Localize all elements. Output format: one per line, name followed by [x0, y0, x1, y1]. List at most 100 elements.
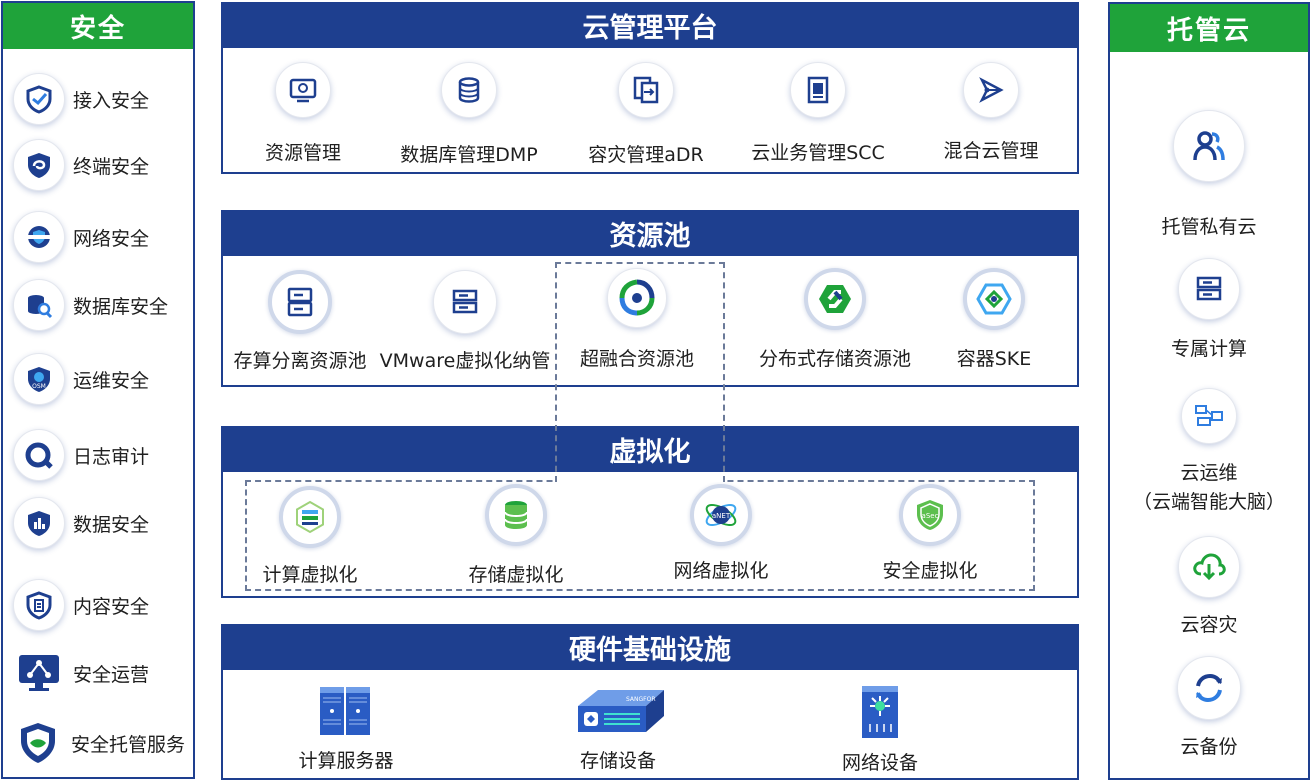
virtualization-label: 计算虚拟化 [262, 564, 358, 586]
managed-label: 云备份 [1180, 736, 1238, 758]
cloud-mgmt-item-resource[interactable]: 资源管理 [251, 62, 355, 165]
cloud-mgmt-label: 数据库管理DMP [400, 144, 538, 166]
cloud-download-icon [1178, 536, 1240, 598]
content-shield-icon [13, 579, 65, 631]
cloud-mgmt-label: 云业务管理SCC [751, 142, 885, 164]
managed-security-icon [17, 721, 59, 765]
managed-sublabel: （云端智能大脑） [1132, 491, 1285, 513]
virtualization-item-security[interactable]: aSec 安全虚拟化 [865, 484, 995, 583]
managed-item-dr[interactable]: 云容灾 [1110, 536, 1308, 637]
managed-item-private-cloud[interactable]: 托管私有云 [1110, 110, 1308, 239]
cloud-mgmt-label: 容灾管理aDR [588, 144, 704, 166]
cloud-mgmt-label: 混合云管理 [943, 140, 1039, 162]
asec-shield-icon: aSec [899, 484, 961, 546]
storage-device-icon: SANGFOR [568, 684, 668, 738]
managed-label: 云容灾 [1180, 614, 1238, 636]
resource-pool-label: VMware虚拟化纳管 [379, 350, 551, 372]
server-cabinet-icon [316, 684, 376, 738]
security-item-log[interactable]: 日志审计 [13, 429, 149, 481]
cloud-mgmt-item-hybrid[interactable]: 混合云管理 [931, 62, 1051, 163]
hardware-section: 硬件基础设施 计算服务器 SANGFOR 存储设备 网络设备 [221, 624, 1079, 780]
virtualization-label: 网络虚拟化 [673, 560, 769, 582]
hardware-item-storage[interactable]: SANGFOR 存储设备 [553, 684, 683, 773]
document-list-icon [790, 62, 846, 118]
managed-label: 专属计算 [1170, 338, 1247, 360]
storage-stack-icon [485, 484, 547, 546]
devices-icon [1181, 388, 1237, 444]
hci-dashed-outline-top [555, 262, 725, 482]
monitor-gear-icon [275, 62, 331, 118]
hardware-label: 网络设备 [841, 752, 918, 774]
virtualization-item-storage[interactable]: 存储虚拟化 [451, 484, 581, 587]
resource-pool-item-ske[interactable]: 容器SKE [939, 268, 1049, 371]
resource-pool-item-eds[interactable]: 分布式存储资源池 [753, 268, 917, 371]
log-audit-icon [13, 429, 65, 481]
cloud-mgmt-item-adr[interactable]: 容灾管理aDR [571, 62, 721, 167]
hci-logo-icon [607, 268, 667, 328]
dash-gap-mask [557, 478, 723, 482]
resource-pool-label: 容器SKE [956, 348, 1032, 370]
asec-badge-text: aSec [922, 512, 939, 520]
security-item-label: 运维安全 [73, 369, 150, 392]
data-shield-icon [13, 497, 65, 549]
security-item-data[interactable]: 数据安全 [13, 497, 149, 549]
cloud-mgmt-item-dmp[interactable]: 数据库管理DMP [391, 62, 547, 167]
container-logo-icon [963, 268, 1025, 330]
hybrid-cloud-icon [963, 62, 1019, 118]
virtualization-item-network[interactable]: aNET 网络虚拟化 [651, 484, 791, 583]
resource-pool-item-separated[interactable]: 存算分离资源池 [225, 270, 375, 373]
security-item-label: 安全托管服务 [71, 733, 186, 756]
storage-brand-text: SANGFOR [626, 696, 656, 703]
osm-shield-icon: OSM [13, 353, 65, 405]
security-item-label: 接入安全 [73, 89, 150, 112]
managed-cloud-title: 托管云 [1110, 4, 1308, 52]
cloud-mgmt-label: 资源管理 [264, 142, 341, 164]
network-shield-icon [13, 211, 65, 263]
security-item-endpoint[interactable]: 终端安全 [13, 139, 149, 191]
database-search-icon [13, 279, 65, 331]
resource-pool-title: 资源池 [221, 210, 1079, 256]
transfer-icon [618, 62, 674, 118]
cloud-mgmt-title: 云管理平台 [221, 2, 1079, 48]
cloud-mgmt-section: 云管理平台 资源管理 数据库管理DMP 容灾管理aDR 云业务管理SCC 混合云… [221, 2, 1079, 174]
database-icon [441, 62, 497, 118]
security-item-managed[interactable]: 安全托管服务 [17, 721, 185, 765]
hardware-item-network[interactable]: 网络设备 [815, 684, 945, 775]
hardware-label: 计算服务器 [298, 750, 394, 772]
security-item-access[interactable]: 接入安全 [13, 73, 149, 125]
virtualization-label: 存储虚拟化 [468, 564, 564, 586]
managed-item-dedicated[interactable]: 专属计算 [1110, 258, 1308, 361]
managed-label: 托管私有云 [1161, 216, 1257, 238]
managed-item-backup[interactable]: 云备份 [1110, 656, 1308, 759]
security-item-label: 网络安全 [73, 227, 150, 250]
resource-pool-section: 资源池 存算分离资源池 VMware虚拟化纳管 超融合资源池 分布式存储资源池 … [221, 210, 1079, 387]
server-box-icon [433, 270, 497, 334]
managed-label: 云运维 [1180, 462, 1238, 484]
security-item-content[interactable]: 内容安全 [13, 579, 149, 631]
virtualization-label: 安全虚拟化 [882, 560, 978, 582]
resource-pool-label: 超融合资源池 [579, 348, 694, 370]
virtualization-dashed-outline [245, 480, 1035, 591]
resource-pool-label: 分布式存储资源池 [758, 348, 911, 370]
security-panel: 安全 接入安全 终端安全 网络安全 数据库安全 OSM 运维安全 日志审 [1, 1, 195, 779]
security-item-network[interactable]: 网络安全 [13, 211, 149, 263]
virtualization-section: 虚拟化 计算虚拟化 存储虚拟化 aNET 网络虚拟化 aSec 安全虚拟化 [221, 426, 1079, 598]
security-item-database[interactable]: 数据库安全 [13, 279, 168, 331]
svg-text:OSM: OSM [32, 383, 46, 390]
resource-pool-item-vmware[interactable]: VMware虚拟化纳管 [375, 270, 555, 373]
resource-pool-item-hci[interactable]: 超融合资源池 [559, 268, 715, 371]
security-item-label: 数据安全 [73, 513, 150, 536]
hardware-title: 硬件基础设施 [221, 624, 1079, 670]
hardware-item-server[interactable]: 计算服务器 [281, 684, 411, 773]
virtualization-item-compute[interactable]: 计算虚拟化 [245, 486, 375, 587]
security-item-label: 安全运营 [73, 663, 150, 686]
resource-pool-label: 存算分离资源池 [233, 350, 367, 372]
hardware-label: 存储设备 [579, 750, 656, 772]
managed-cloud-panel: 托管云 托管私有云 专属计算 云运维 （云端智能大脑） 云容灾 云备份 [1108, 2, 1310, 780]
security-item-label: 内容安全 [73, 595, 150, 618]
managed-item-cloud-ops[interactable]: 云运维 （云端智能大脑） [1110, 388, 1308, 514]
security-item-ops[interactable]: OSM 运维安全 [13, 353, 149, 405]
network-switch-icon [858, 684, 902, 742]
cloud-mgmt-item-scc[interactable]: 云业务管理SCC [741, 62, 895, 165]
security-item-operation[interactable]: 安全运营 [17, 653, 149, 693]
